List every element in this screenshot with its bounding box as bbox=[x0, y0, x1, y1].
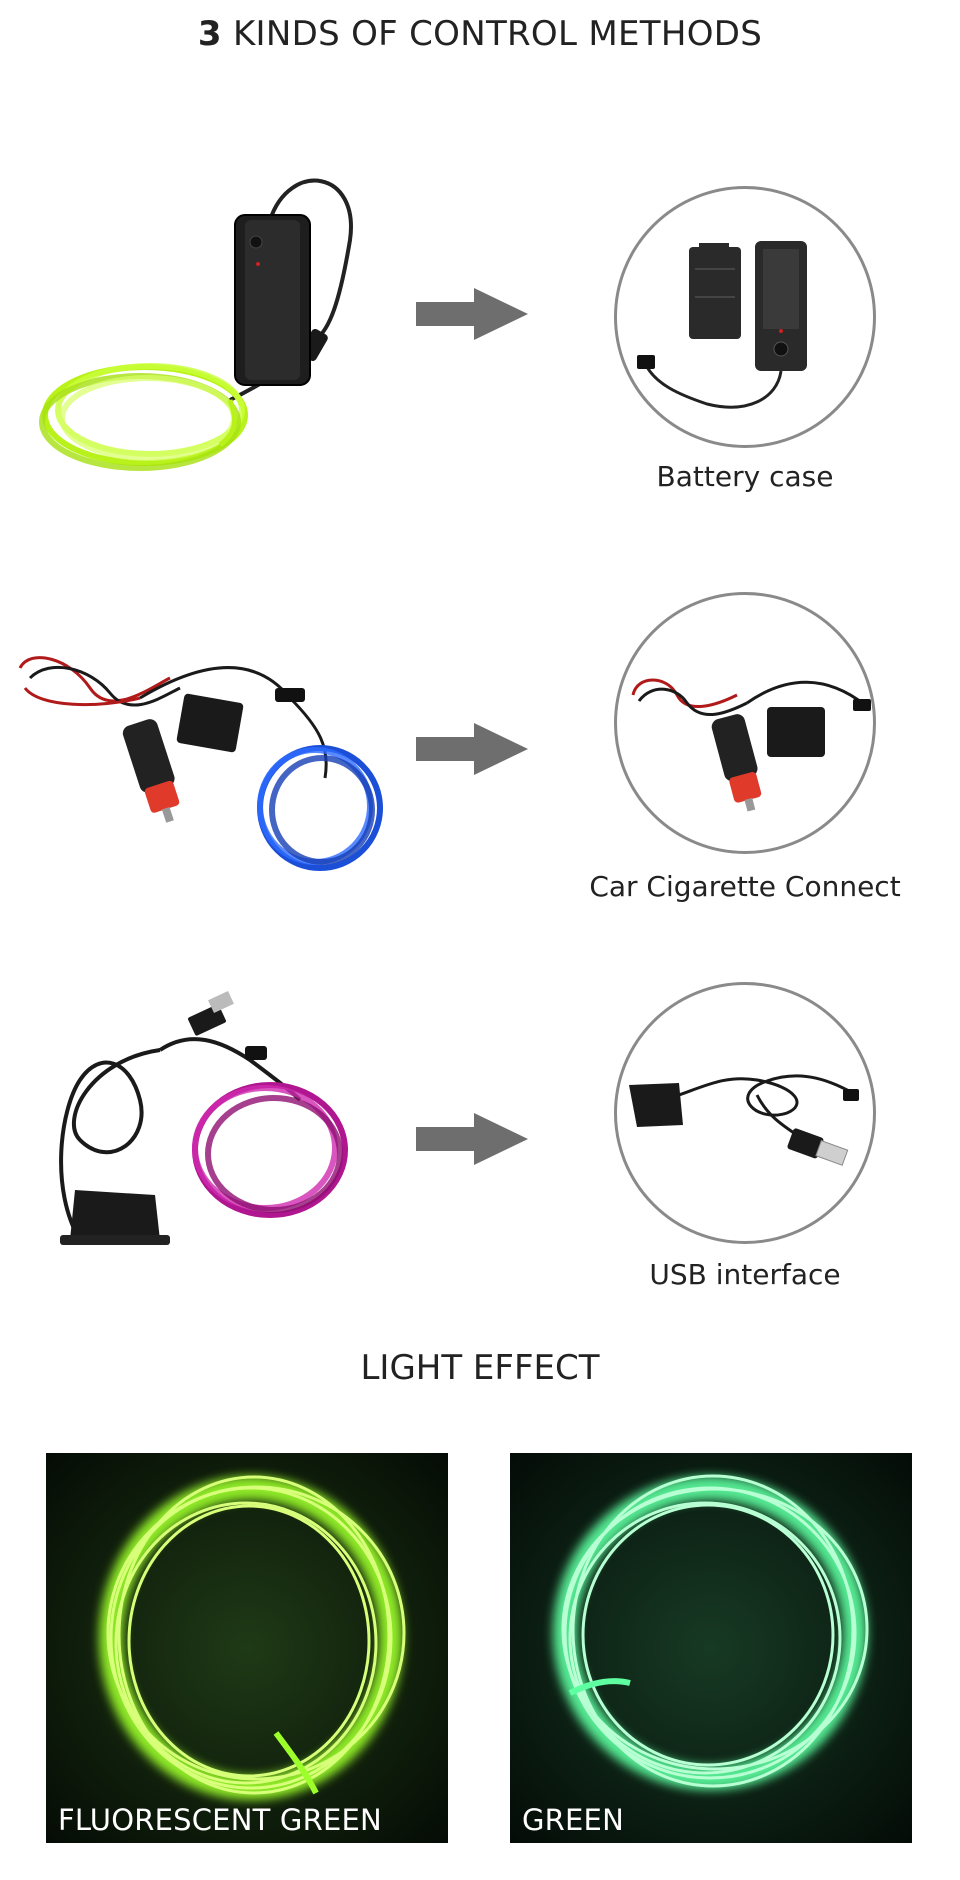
method-row-usb: USB interface bbox=[0, 970, 960, 1370]
battery-case-thumbnail bbox=[614, 186, 876, 448]
glowing-wire-image bbox=[510, 1453, 912, 1843]
green-photo: GREEN bbox=[510, 1453, 912, 1843]
car-cigarette-caption: Car Cigarette Connect bbox=[589, 870, 901, 903]
battery-case-caption: Battery case bbox=[656, 460, 834, 493]
car-cigarette-thumbnail bbox=[614, 592, 876, 854]
usb-plug-icon bbox=[629, 1074, 859, 1166]
battery-el-wire-product-image bbox=[39, 178, 353, 471]
battery-case-icon bbox=[637, 241, 807, 409]
fluorescent-green-photo: FLUORESCENT GREEN bbox=[46, 1453, 448, 1843]
method-row-car: Car Cigarette Connect bbox=[0, 548, 960, 948]
method-row-battery: Battery case bbox=[0, 140, 960, 540]
arrow-right-icon bbox=[416, 288, 528, 340]
title-text: KINDS OF CONTROL METHODS bbox=[232, 14, 763, 54]
title-number: 3 bbox=[197, 14, 222, 54]
glowing-wire-image bbox=[46, 1453, 448, 1843]
usb-interface-caption: USB interface bbox=[649, 1258, 841, 1291]
car-el-wire-product-image bbox=[18, 656, 383, 871]
light-effect-title: LIGHT EFFECT bbox=[360, 1348, 600, 1388]
usb-interface-thumbnail bbox=[614, 982, 876, 1244]
arrow-right-icon bbox=[416, 723, 528, 775]
fluorescent-green-label: FLUORESCENT GREEN bbox=[58, 1803, 382, 1837]
usb-el-wire-product-image bbox=[59, 991, 348, 1245]
green-label: GREEN bbox=[522, 1803, 624, 1837]
car-plug-icon bbox=[631, 678, 871, 812]
section-title: 3 KINDS OF CONTROL METHODS bbox=[0, 14, 960, 54]
arrow-right-icon bbox=[416, 1113, 528, 1165]
